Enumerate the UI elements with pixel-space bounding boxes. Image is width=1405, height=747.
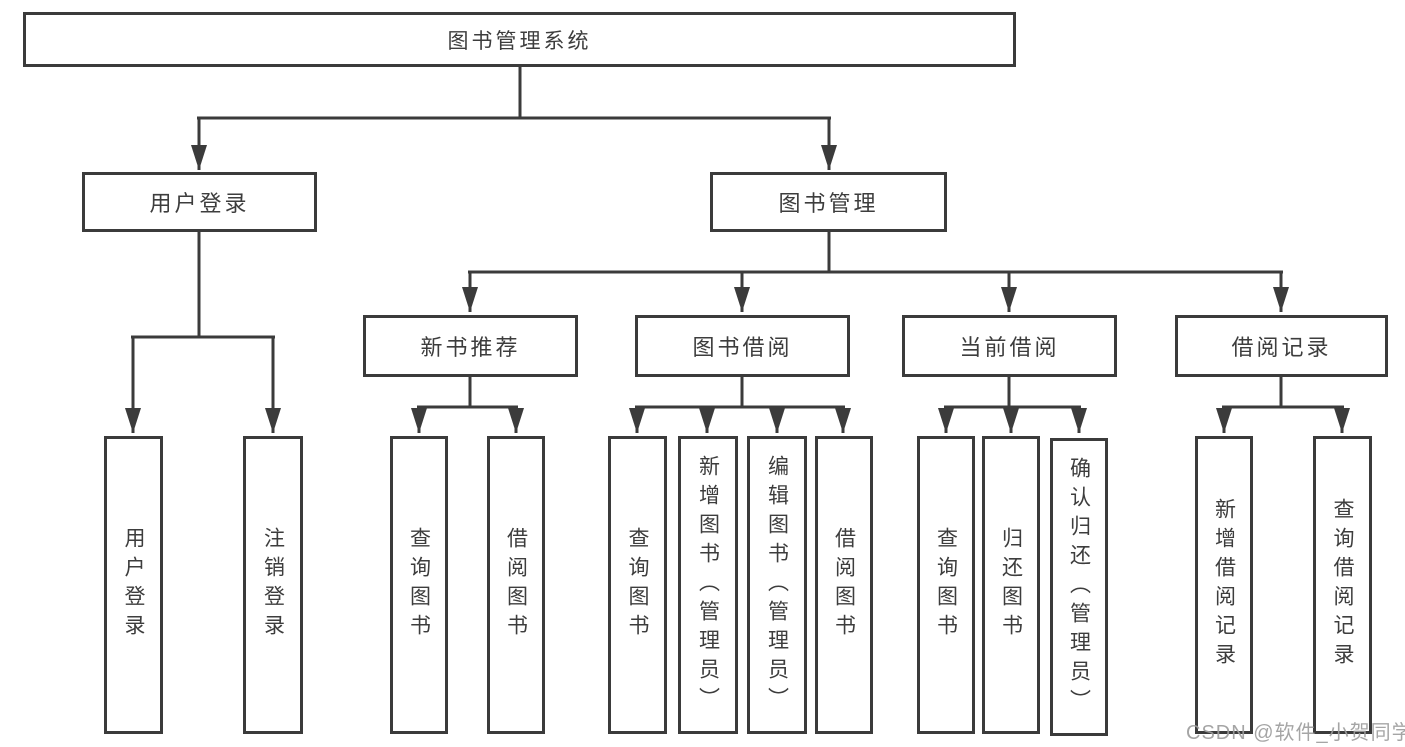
- leaf-edit-books-admin: 编辑图书（管理员）: [747, 436, 807, 734]
- node-borrow-records-label: 借阅记录: [1231, 335, 1332, 360]
- leaf-recommend-query-books: 查询图书: [390, 436, 448, 734]
- leaf-confirm-return-admin-label: 确认归还（管理员）: [1067, 456, 1091, 718]
- leaf-recommend-borrow-books-label: 借阅图书: [504, 527, 528, 643]
- leaf-query-borrow-record-label: 查询借阅记录: [1331, 498, 1354, 672]
- leaf-confirm-return-admin: 确认归还（管理员）: [1050, 438, 1108, 736]
- leaf-return-books-label: 归还图书: [999, 527, 1023, 643]
- node-library-system: 图书管理系统: [23, 12, 1016, 67]
- node-book-management-label: 图书管理: [778, 191, 879, 216]
- node-current-borrow: 当前借阅: [902, 315, 1117, 377]
- leaf-edit-books-admin-label: 编辑图书（管理员）: [765, 454, 789, 716]
- node-user-login-label: 用户登录: [149, 191, 250, 216]
- node-new-book-recommend: 新书推荐: [363, 315, 578, 377]
- leaf-borrow-books: 借阅图书: [815, 436, 873, 734]
- leaf-borrow-query-books: 查询图书: [608, 436, 667, 734]
- leaf-add-borrow-record: 新增借阅记录: [1195, 436, 1253, 734]
- csdn-watermark: CSDN @软件_小贺同学: [1186, 722, 1405, 744]
- node-library-system-label: 图书管理系统: [447, 29, 592, 53]
- leaf-logout-login-label: 注销登录: [261, 527, 285, 643]
- leaf-borrow-books-label: 借阅图书: [832, 527, 856, 643]
- node-current-borrow-label: 当前借阅: [959, 335, 1060, 360]
- leaf-recommend-query-books-label: 查询图书: [407, 527, 431, 643]
- leaf-current-query-books-label: 查询图书: [934, 527, 958, 643]
- leaf-query-borrow-record: 查询借阅记录: [1313, 436, 1372, 734]
- leaf-logout-login: 注销登录: [243, 436, 303, 734]
- leaf-borrow-query-books-label: 查询图书: [626, 527, 649, 643]
- node-borrow-records: 借阅记录: [1175, 315, 1388, 377]
- leaf-add-books-admin: 新增图书（管理员）: [678, 436, 738, 734]
- node-book-borrow-label: 图书借阅: [692, 335, 793, 360]
- leaf-return-books: 归还图书: [982, 436, 1040, 734]
- leaf-user-login: 用户登录: [104, 436, 163, 734]
- leaf-add-borrow-record-label: 新增借阅记录: [1212, 498, 1236, 672]
- node-book-management: 图书管理: [710, 172, 947, 232]
- node-book-borrow: 图书借阅: [635, 315, 850, 377]
- leaf-user-login-label: 用户登录: [122, 527, 145, 643]
- leaf-current-query-books: 查询图书: [917, 436, 975, 734]
- node-user-login: 用户登录: [82, 172, 317, 232]
- node-new-book-recommend-label: 新书推荐: [420, 335, 521, 360]
- leaf-recommend-borrow-books: 借阅图书: [487, 436, 545, 734]
- leaf-add-books-admin-label: 新增图书（管理员）: [696, 454, 720, 716]
